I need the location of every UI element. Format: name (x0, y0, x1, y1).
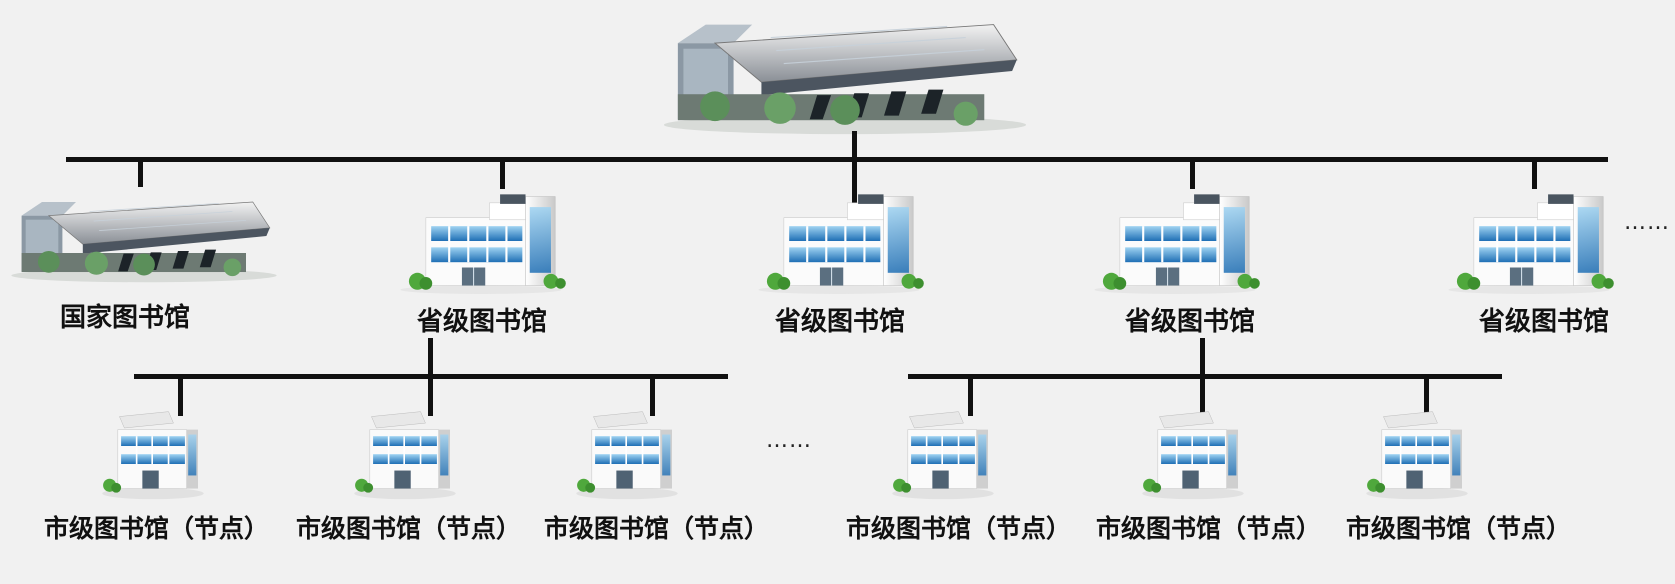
city-library-building-icon (88, 410, 218, 500)
stem-city-2 (428, 376, 433, 416)
city-library-building-icon (340, 410, 470, 500)
stem-national (138, 159, 143, 187)
main-library-connector (852, 131, 857, 159)
city-more-ellipsis: …… (766, 428, 812, 453)
provincial-library-building-icon (396, 188, 566, 294)
city-library-building-icon (1128, 410, 1258, 500)
city-library-label: 市级图书馆（节点） (544, 514, 770, 543)
provincial-library-building-icon (1444, 188, 1614, 294)
city-library-building-icon (1352, 410, 1482, 500)
main-library-building-icon (640, 6, 1050, 136)
city-bus-line-right (908, 374, 1502, 379)
provincial-library-label: 省级图书馆 (774, 307, 905, 337)
national-library-label: 国家图书馆 (59, 303, 190, 333)
stem-provincial-2 (852, 159, 857, 203)
city-library-label: 市级图书馆（节点） (846, 514, 1072, 543)
city-library-label: 市级图书馆（节点） (296, 514, 522, 543)
stem-provincial-3-down (1200, 338, 1205, 376)
city-library-label: 市级图书馆（节点） (44, 514, 270, 543)
stem-city-4 (968, 376, 973, 416)
top-bus-line (66, 157, 1608, 162)
provincial-library-building-icon (754, 188, 924, 294)
city-library-label: 市级图书馆（节点） (1346, 514, 1572, 543)
stem-city-6 (1424, 376, 1429, 416)
provincial-library-label: 省级图书馆 (416, 307, 547, 337)
provincial-more-ellipsis: …… (1624, 210, 1670, 235)
city-library-building-icon (878, 410, 1008, 500)
stem-city-3 (650, 376, 655, 416)
stem-provincial-3 (1190, 159, 1195, 189)
national-library-building-icon (8, 186, 280, 286)
city-library-label: 市级图书馆（节点） (1096, 514, 1322, 543)
stem-provincial-1 (500, 159, 505, 189)
stem-city-5 (1200, 376, 1205, 416)
provincial-library-label: 省级图书馆 (1124, 307, 1255, 337)
provincial-library-label: 省级图书馆 (1478, 307, 1609, 337)
stem-provincial-4 (1532, 159, 1537, 189)
provincial-library-building-icon (1090, 188, 1260, 294)
stem-provincial-1-down (428, 338, 433, 376)
city-library-building-icon (562, 410, 692, 500)
stem-city-1 (178, 376, 183, 416)
